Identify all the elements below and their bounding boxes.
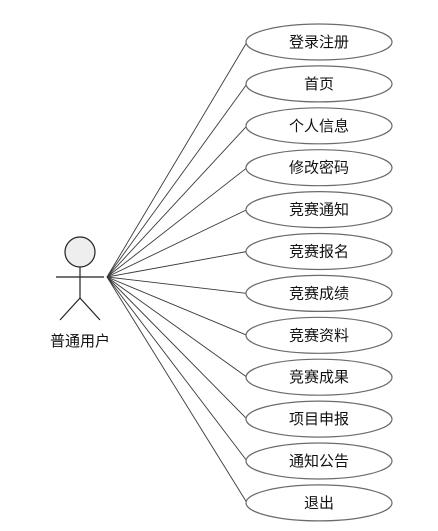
association-line [106,276,248,504]
use-case: 竞赛成绩 [245,274,393,312]
use-case-ellipse [245,316,393,354]
use-case: 通知公告 [245,442,393,480]
use-case-list: 登录注册首页个人信息修改密码竞赛通知竞赛报名竞赛成绩竞赛资料竞赛成果项目申报通知… [245,23,393,522]
use-case: 竞赛报名 [245,232,393,271]
actor-right-leg [79,297,101,321]
use-case-label: 竞赛成果 [289,368,349,386]
use-case: 登录注册 [245,23,393,61]
use-case-label: 首页 [304,75,334,93]
use-case-ellipse [245,358,393,396]
association-line [106,125,248,278]
association-line [106,167,248,278]
association-line [106,209,248,278]
use-case: 退出 [245,484,393,522]
actor-label: 普通用户 [50,332,110,350]
use-case-ellipse [245,442,393,480]
use-case-ellipse [245,400,393,438]
use-case-ellipse [245,191,393,229]
actor: 普通用户 [50,236,110,350]
actor-left-leg [59,297,81,321]
association-line [106,276,248,378]
use-case: 竞赛通知 [245,191,393,229]
use-case-ellipse [245,484,393,522]
use-case: 竞赛资料 [245,316,393,354]
association-line [106,276,248,462]
association-line [106,83,248,278]
use-case-label: 个人信息 [289,117,349,135]
use-case-label: 登录注册 [289,33,349,51]
association-line [106,276,248,294]
use-case-ellipse [245,149,393,187]
use-case-label: 项目申报 [289,410,349,428]
use-case-label: 退出 [304,494,334,512]
actor-head-icon [64,236,96,268]
association-line [106,41,248,278]
association-line [106,251,248,278]
use-case: 竞赛成果 [245,358,393,396]
use-case: 修改密码 [245,149,393,187]
use-case-label: 竞赛资料 [289,326,349,344]
use-case-ellipse [245,274,393,312]
use-case-ellipse [245,23,393,61]
use-case-label: 竞赛成绩 [289,284,349,302]
use-case-label: 修改密码 [289,159,349,177]
use-case: 个人信息 [245,107,393,145]
use-case: 项目申报 [245,400,393,438]
use-case: 首页 [245,65,393,103]
association-line [106,276,248,336]
use-case-label: 竞赛通知 [289,201,349,219]
use-case-label: 通知公告 [289,452,349,470]
use-case-label: 竞赛报名 [289,243,349,261]
association-line [106,276,248,420]
use-case-ellipse [245,232,393,271]
use-case-ellipse [245,107,393,145]
association-lines [106,41,248,504]
use-case-ellipse [245,65,393,103]
